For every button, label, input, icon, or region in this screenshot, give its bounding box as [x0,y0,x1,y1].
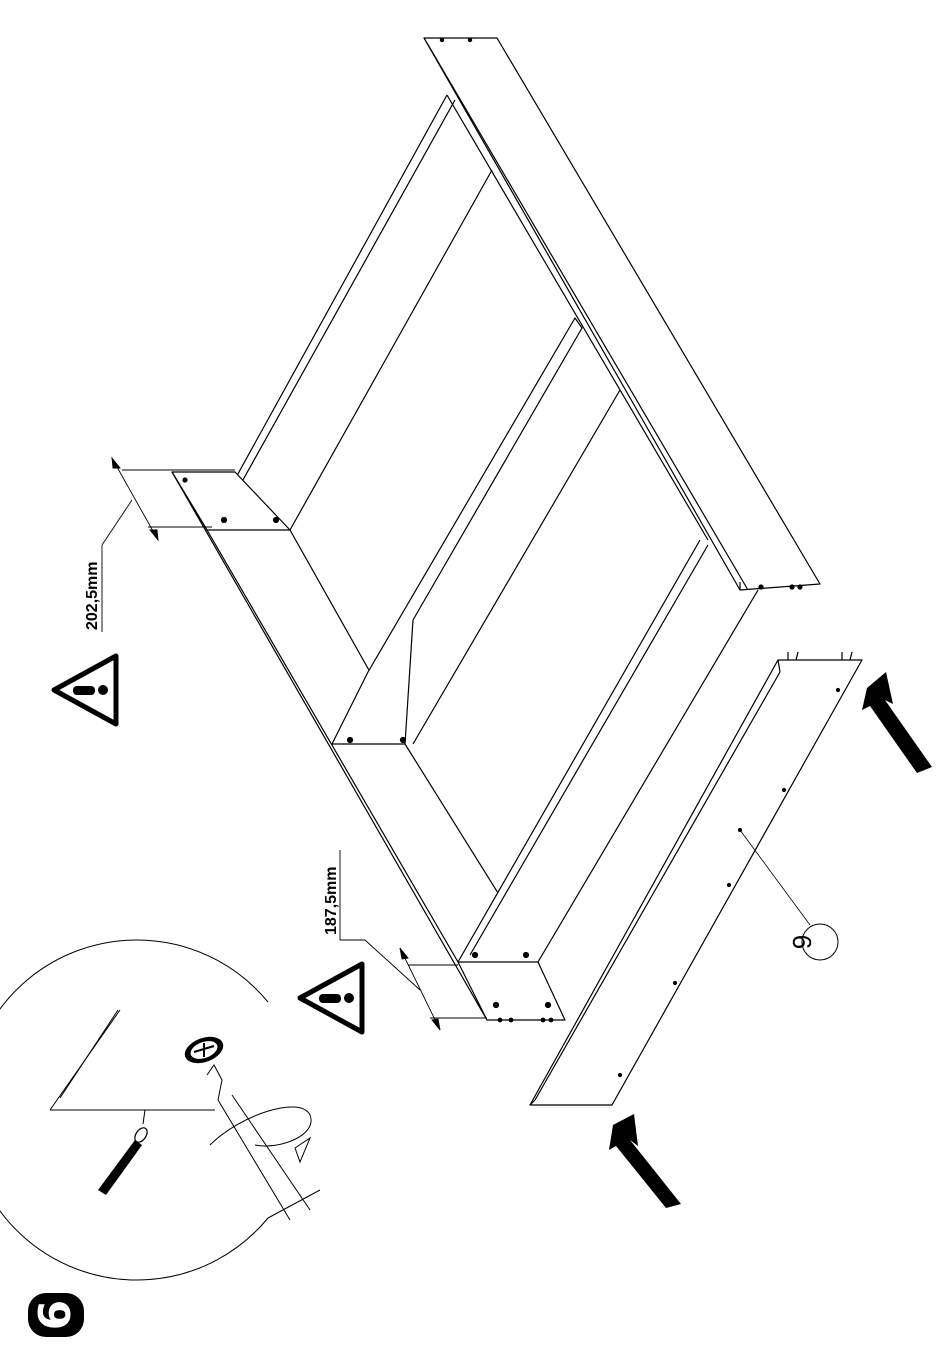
dimension-label-bottom: 187,5mm [323,867,340,936]
part-number-label: 9 [787,935,817,949]
cam-lock-icon [181,1032,227,1068]
dowel-icon [98,1126,150,1195]
warning-triangle-icon [300,964,362,1032]
side-rail-right [424,38,820,590]
step-badge: 6 [28,1293,84,1337]
part-number-callout: 9 [787,924,838,960]
center-slat [332,318,620,893]
step-number: 6 [30,1300,81,1331]
panel-9 [530,652,862,1105]
warning-triangle-icon [54,656,116,724]
detail-circle [0,940,268,1280]
push-arrow-icon [609,1114,681,1208]
push-arrow-icon [862,672,932,773]
cross-board-top [172,170,492,672]
dimension-label-top: 202,5mm [84,562,101,631]
screwdriver-icon [207,1065,320,1220]
